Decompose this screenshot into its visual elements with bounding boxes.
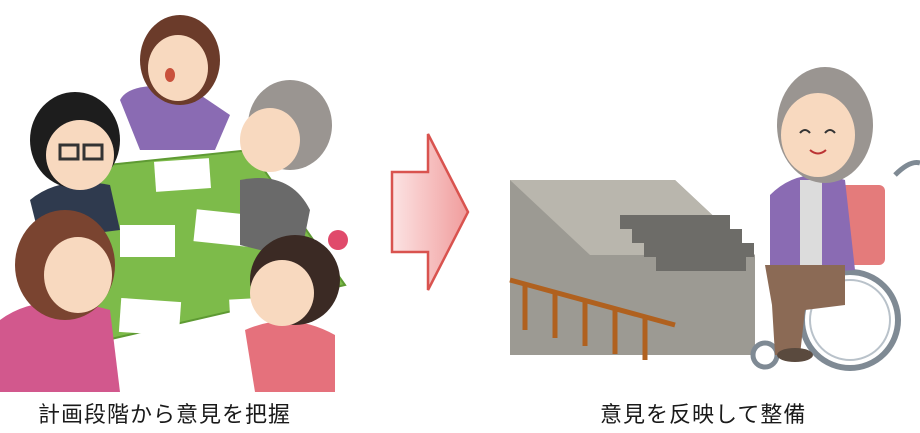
person-top-woman <box>120 15 230 150</box>
person-woman-pink <box>0 210 120 392</box>
accessible-stairs-illustration <box>500 55 920 395</box>
person-elder-woman-seated <box>765 67 873 362</box>
handrail <box>509 277 676 360</box>
right-caption: 意見を反映して整備 <box>600 403 807 428</box>
meeting-illustration <box>0 0 360 392</box>
person-girl <box>245 230 348 392</box>
stairs <box>620 215 754 271</box>
paper-sheet <box>118 297 182 337</box>
left-caption: 計画段階から意見を把握 <box>38 403 292 428</box>
process-arrow <box>388 130 472 295</box>
paper-sheet <box>154 158 211 192</box>
paper-sheet <box>120 225 175 257</box>
right-arrow-icon <box>390 133 470 291</box>
paper-sheet <box>193 209 252 247</box>
